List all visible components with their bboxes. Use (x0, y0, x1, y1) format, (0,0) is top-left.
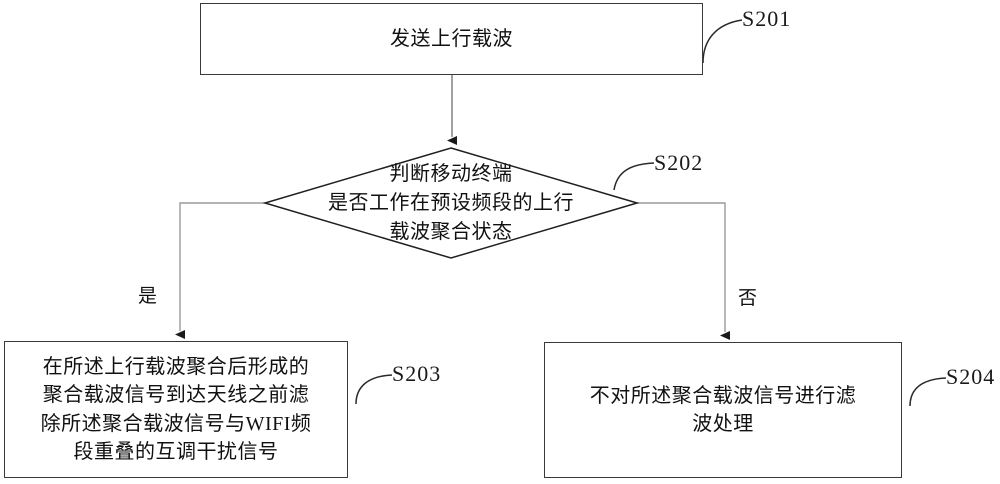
step-label-s201: S201 (742, 6, 792, 31)
step-label-s202: S202 (654, 150, 704, 175)
leader-line-s201 (702, 19, 743, 64)
branch-label-yes: 是 (138, 286, 158, 307)
step-label-s203: S203 (392, 361, 442, 386)
connector-s202-yes-to-s203 (175, 202, 265, 339)
process-node-s204[interactable]: 不对所述聚合载波信号进行滤 波处理 (544, 342, 902, 478)
process-node-s201-text: 发送上行载波 (390, 27, 513, 50)
leader-line-s203 (355, 374, 393, 405)
decision-node-s202-shape (262, 147, 640, 259)
branch-label-no: 否 (738, 288, 758, 309)
connector-s202-no-to-s204 (637, 202, 730, 340)
leader-line-s204 (909, 377, 947, 407)
process-node-s203-text: 在所述上行载波聚合后形成的 聚合载波信号到达天线之前滤 除所述聚合载波信号与WI… (40, 355, 312, 463)
step-label-s204: S204 (946, 364, 996, 389)
process-node-s204-text: 不对所述聚合载波信号进行滤 波处理 (589, 384, 857, 435)
process-node-s203[interactable]: 在所述上行载波聚合后形成的 聚合载波信号到达天线之前滤 除所述聚合载波信号与WI… (4, 341, 348, 478)
process-node-s201[interactable]: 发送上行载波 (200, 3, 703, 75)
decision-node-s202[interactable]: 判断移动终端 是否工作在预设频段的上行 载波聚合状态 (262, 147, 640, 259)
